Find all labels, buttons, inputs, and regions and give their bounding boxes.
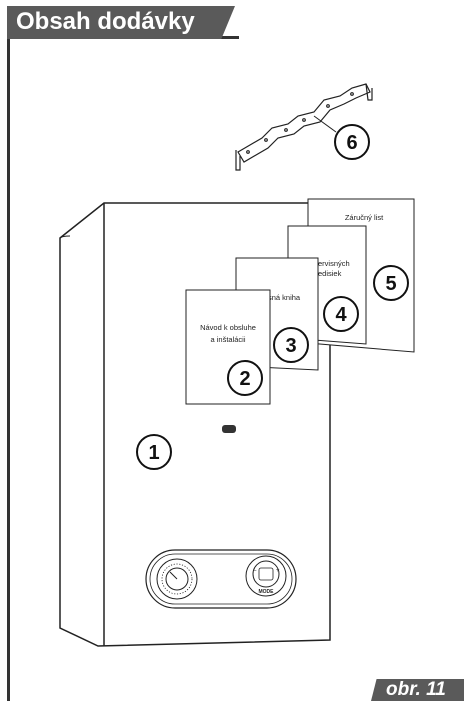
- svg-text:2: 2: [239, 368, 250, 390]
- page-title: Obsah dodávky: [16, 8, 195, 35]
- svg-text:4: 4: [335, 304, 347, 326]
- svg-text:5: 5: [385, 273, 396, 295]
- callout-4: 4: [323, 296, 359, 332]
- installation-manual: Návod k obsluhe a inštalácii: [185, 289, 271, 405]
- mode-label: MODE: [259, 589, 275, 595]
- callout-5: 5: [373, 265, 409, 301]
- callout-2: 2: [227, 360, 263, 396]
- svg-text:–: –: [253, 568, 257, 574]
- warranty-text: Záručný list: [345, 213, 384, 222]
- callout-3: 3: [273, 327, 309, 363]
- mounting-bracket: [235, 83, 373, 171]
- figure-label-banner: [371, 679, 464, 701]
- callout-6: 6: [334, 124, 370, 160]
- book-text: sná kniha: [268, 293, 301, 302]
- svg-text:3: 3: [285, 335, 296, 357]
- figure-label: obr. 11: [386, 679, 446, 700]
- service-text-line2: edisiek: [318, 269, 342, 278]
- title-banner: [7, 6, 235, 39]
- manual-text-line2: a inštalácii: [210, 335, 245, 344]
- temperature-dial: [156, 558, 198, 600]
- frame-left-border: [7, 36, 10, 701]
- service-text-line1: n servisných: [308, 259, 350, 268]
- manual-text-line1: Návod k obsluhe: [200, 323, 256, 332]
- indicator-light: [222, 425, 236, 433]
- callout-1: 1: [136, 434, 172, 470]
- svg-text:1: 1: [148, 442, 159, 464]
- svg-text:6: 6: [346, 132, 357, 154]
- svg-text:+: +: [276, 568, 280, 574]
- mode-keypad: – + MODE: [245, 555, 287, 597]
